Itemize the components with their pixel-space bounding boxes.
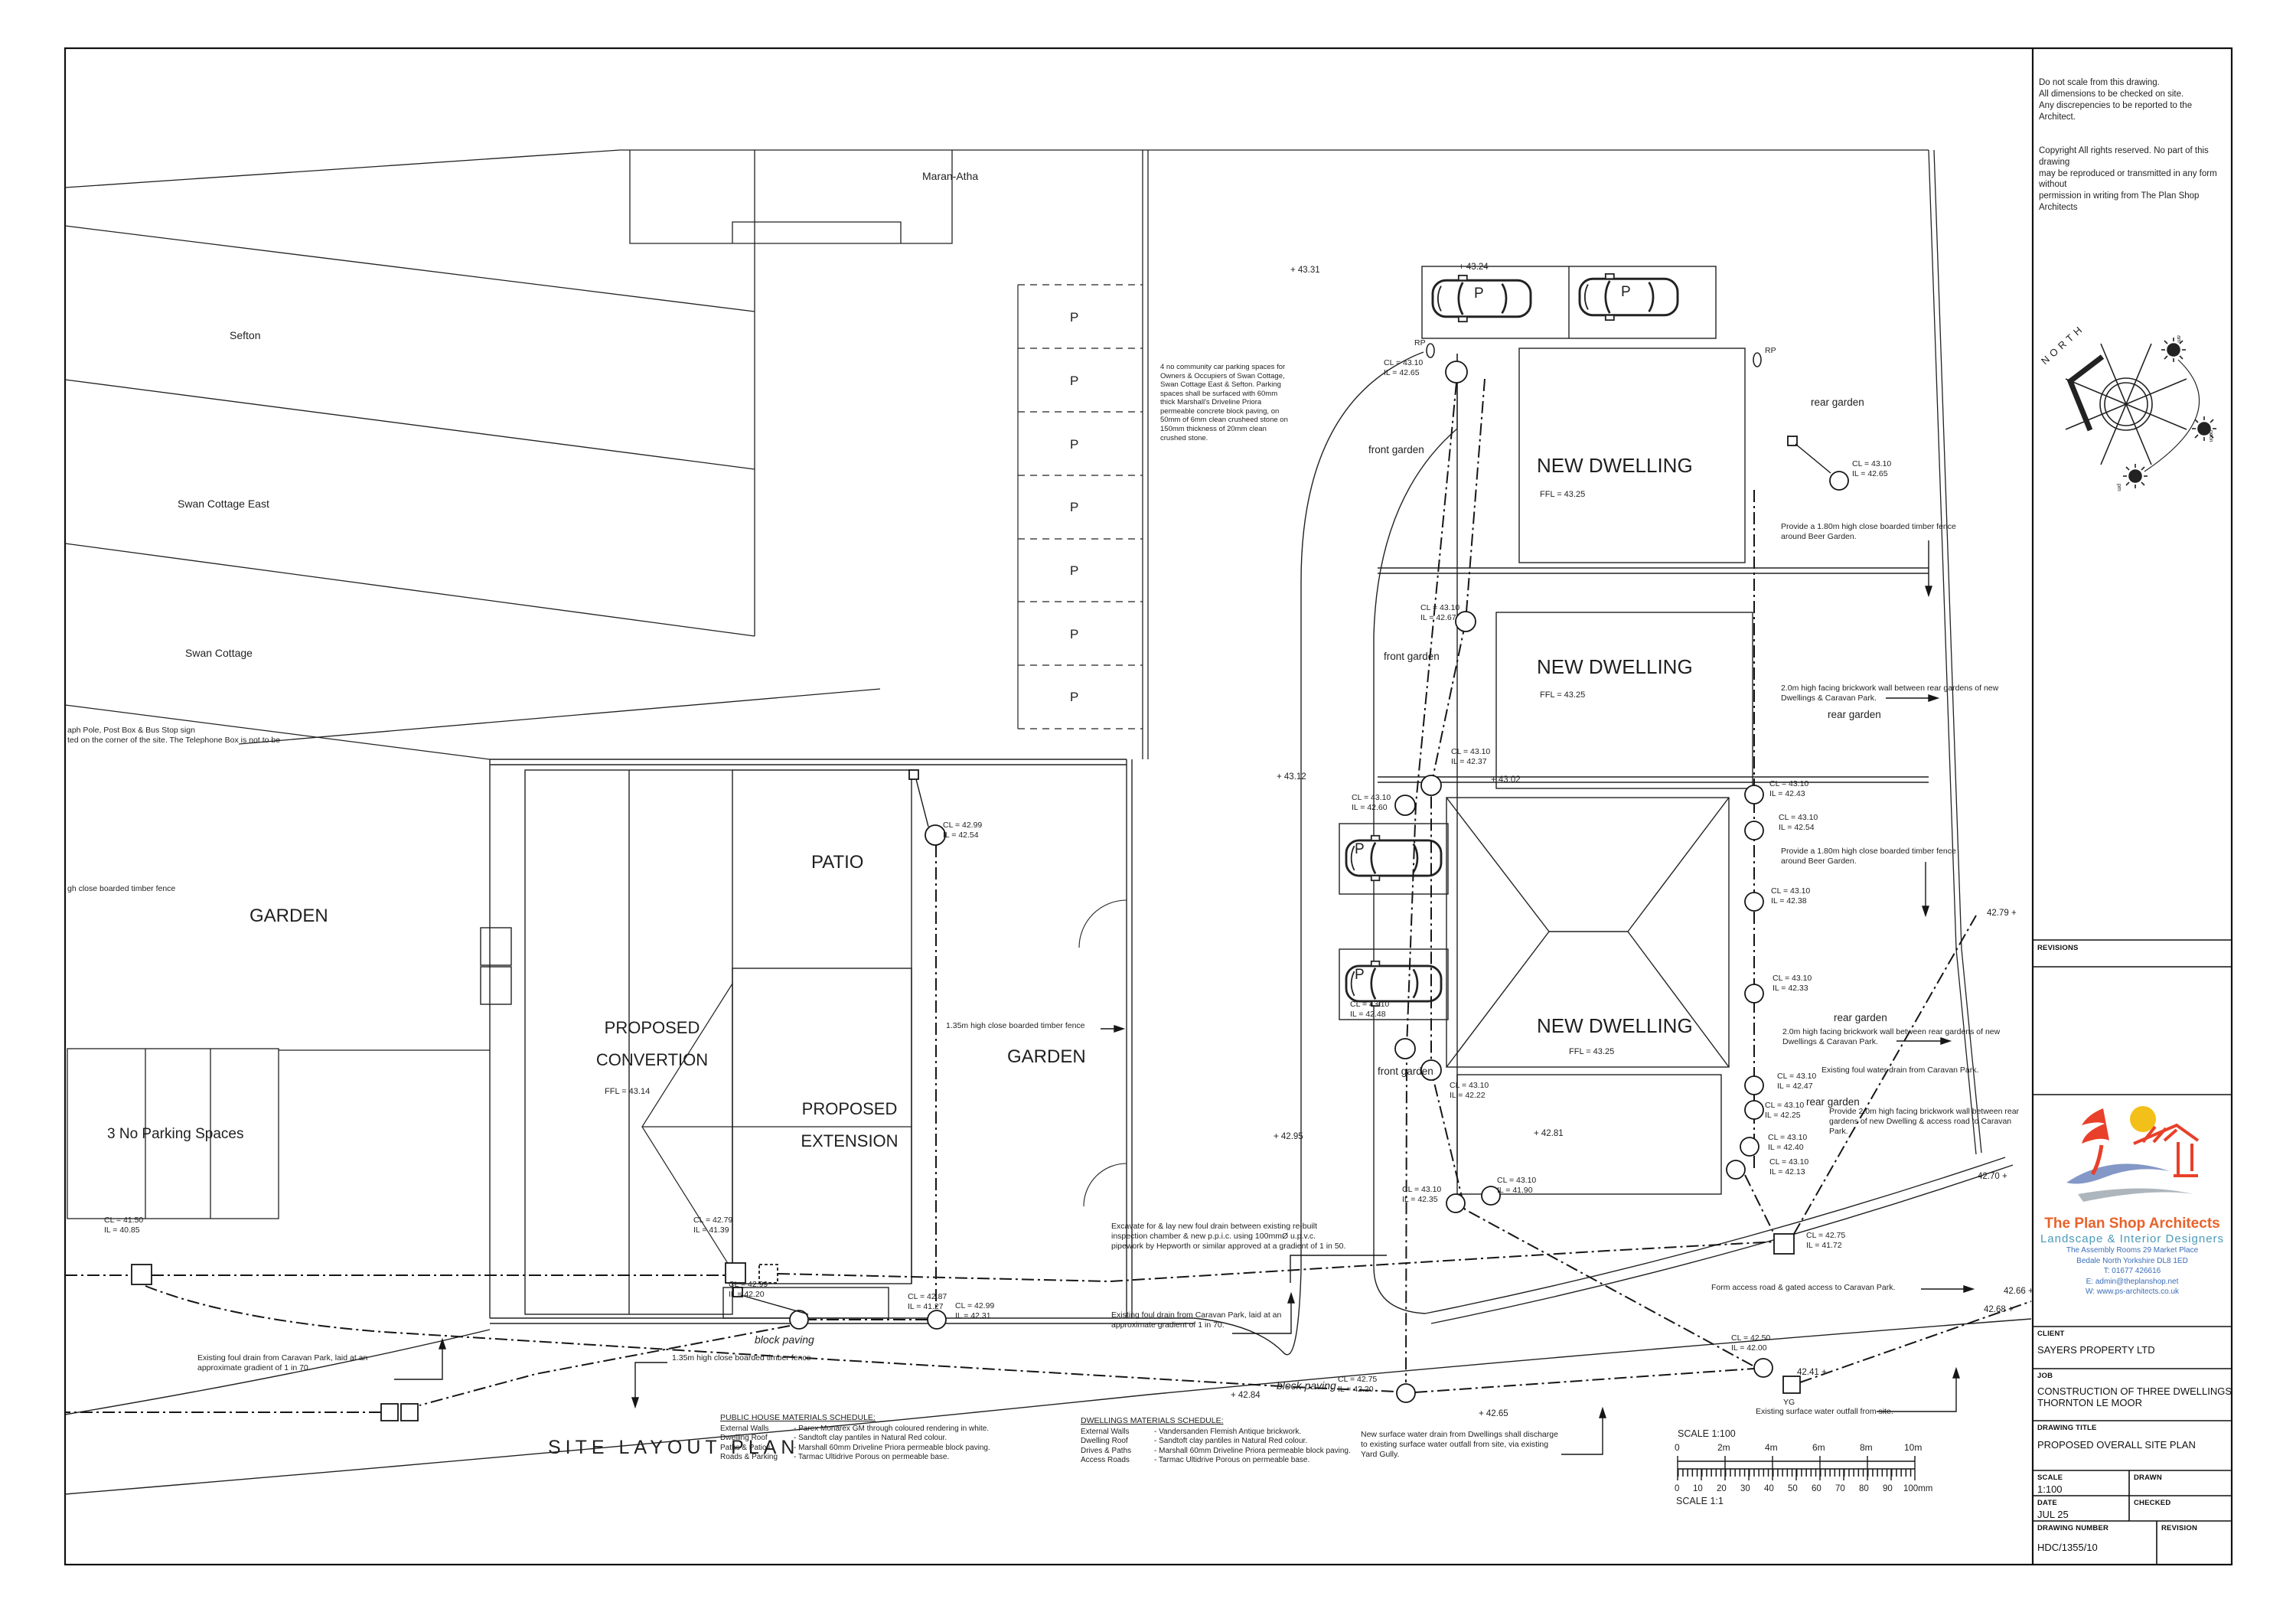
- schedule-item: Access Roads: [1081, 1456, 1130, 1465]
- drain-lines: [65, 378, 2032, 1413]
- note-leaders: [394, 540, 1975, 1455]
- revisions-header: REVISIONS: [2037, 944, 2079, 952]
- dwellings-materials-schedule: DWELLINGS MATERIALS SCHEDULE: External W…: [1081, 1416, 1448, 1466]
- schedule-row: Drives & Paths - Marshall 60mm Driveline…: [1081, 1447, 1448, 1456]
- road-edges: [64, 351, 2032, 1495]
- drawn-label: DRAWN: [2134, 1474, 2162, 1482]
- firm-address: The Assembly Rooms 29 Market Place Bedal…: [2066, 1246, 2199, 1296]
- checked-label: CHECKED: [2134, 1499, 2171, 1507]
- scale-bar: [1677, 1456, 1916, 1480]
- public-house-buildings: [480, 759, 1133, 1319]
- schedule-item: External Walls: [1081, 1428, 1130, 1437]
- inspection-chambers: [131, 361, 1849, 1421]
- job-value: CONSTRUCTION OF THREE DWELLINGS THORNTON…: [2037, 1385, 2232, 1408]
- north-arrow: [2065, 343, 2200, 472]
- schedule-row: Roads & Parking - Tarmac Ultidrive Porou…: [720, 1453, 1088, 1462]
- schedule-row: External Walls - Vandersanden Flemish An…: [1081, 1428, 1448, 1437]
- public-house-materials-schedule: PUBLIC HOUSE MATERIALS SCHEDULE: Externa…: [720, 1413, 1088, 1463]
- schedule-item: Paths & Patios: [720, 1443, 771, 1452]
- client-value: SAYERS PROPERTY LTD: [2037, 1344, 2155, 1356]
- scale-value: 1:100: [2037, 1483, 2063, 1495]
- schedule-spec: - Marshall 60mm Driveline Priora permeab…: [794, 1443, 990, 1452]
- firm-block: The Plan Shop Architects Landscape & Int…: [2033, 1216, 2232, 1297]
- sun-path-icons: [2122, 337, 2217, 489]
- schedule-title: DWELLINGS MATERIALS SCHEDULE:: [1081, 1416, 1224, 1425]
- schedule-row: Dwelling Roof - Sandtoft clay pantiles i…: [720, 1434, 1088, 1443]
- firm-tagline: Landscape & Interior Designers: [2040, 1232, 2225, 1245]
- chamber-leaders: [740, 443, 1831, 1315]
- schedule-row: Paths & Patios - Marshall 60mm Driveline…: [720, 1444, 1088, 1453]
- client-label: CLIENT: [2037, 1330, 2065, 1338]
- schedule-spec: - Sandtoft clay pantiles in Natural Red …: [794, 1434, 947, 1443]
- title-block-grid: [2033, 939, 2232, 1565]
- job-label: JOB: [2037, 1372, 2053, 1380]
- schedule-spec: - Sandtoft clay pantiles in Natural Red …: [1154, 1437, 1308, 1446]
- schedule-spec: - Vandersanden Flemish Antique brickwork…: [1154, 1428, 1302, 1437]
- parking-bays-column: [1017, 284, 1143, 729]
- schedule-title: PUBLIC HOUSE MATERIALS SCHEDULE:: [720, 1413, 876, 1422]
- dwelling-plots: [1339, 266, 1929, 1195]
- schedule-item: External Walls: [720, 1425, 769, 1434]
- schedule-spec: - Marshall 60mm Driveline Priora permeab…: [1154, 1446, 1351, 1455]
- no-scale-note: Do not scale from this drawing. All dime…: [2039, 77, 2193, 122]
- schedule-spec: - Parex Monarex GM through coloured rend…: [794, 1425, 990, 1434]
- disclaimer-notes: Do not scale from this drawing. All dime…: [2039, 66, 2229, 236]
- schedule-row: Access Roads - Tarmac Ultidrive Porous o…: [1081, 1456, 1448, 1465]
- three-parking-spaces: [67, 1048, 490, 1219]
- revision-label: REVISION: [2161, 1524, 2197, 1532]
- schedule-spec: - Tarmac Ultidrive Porous on permeable b…: [1154, 1456, 1310, 1465]
- copyright-note: Copyright All rights reserved. No part o…: [2039, 145, 2217, 213]
- schedule-spec: - Tarmac Ultidrive Porous on permeable b…: [794, 1453, 950, 1462]
- firm-logo: [2066, 1106, 2200, 1202]
- boundary-lines: [64, 149, 1982, 1155]
- scale-label: SCALE: [2037, 1474, 2063, 1482]
- car-symbols: [1345, 273, 1679, 1007]
- firm-name: The Plan Shop Architects: [2044, 1216, 2220, 1232]
- schedule-item: Dwelling Roof: [720, 1434, 768, 1443]
- drawing-title-value: PROPOSED OVERALL SITE PLAN: [2037, 1439, 2196, 1451]
- schedule-item: Roads & Parking: [720, 1453, 778, 1462]
- schedule-item: Dwelling Roof: [1081, 1437, 1128, 1446]
- drawing-title-label: DRAWING TITLE: [2037, 1424, 2097, 1432]
- date-value: JUL 25: [2037, 1509, 2069, 1520]
- date-label: DATE: [2037, 1499, 2057, 1507]
- schedule-row: Dwelling Roof - Sandtoft clay pantiles i…: [1081, 1437, 1448, 1446]
- drawing-number-label: DRAWING NUMBER: [2037, 1524, 2109, 1532]
- schedule-row: External Walls - Parex Monarex GM throug…: [720, 1425, 1088, 1434]
- sheet-border: [64, 47, 2233, 1566]
- schedule-item: Drives & Paths: [1081, 1446, 1132, 1455]
- drawing-number-value: HDC/1355/10: [2037, 1542, 2098, 1553]
